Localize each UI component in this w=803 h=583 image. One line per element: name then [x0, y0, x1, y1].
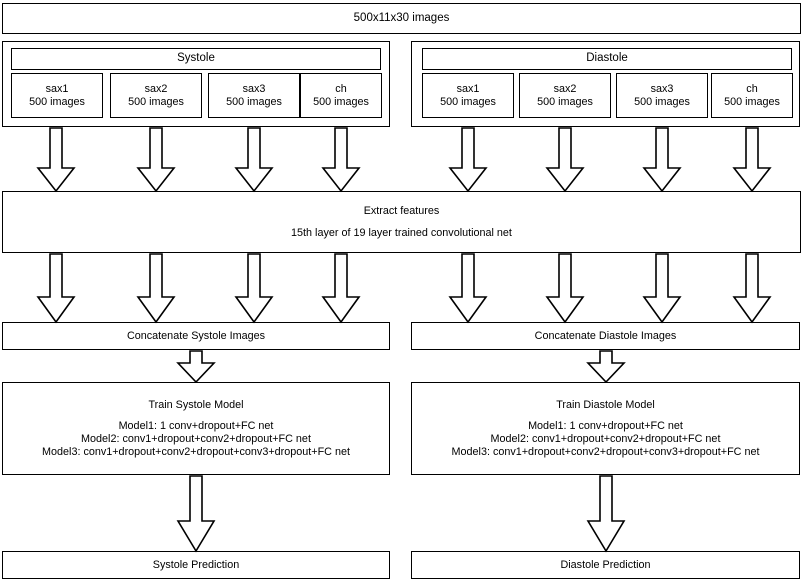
- arrow-down-extract-diastole-3: [642, 253, 682, 324]
- channel-name: sax3: [650, 82, 674, 95]
- train-diastole-model3: Model3: conv1+dropout+conv2+dropout+conv…: [451, 445, 760, 458]
- extract-features-detail: 15th layer of 19 layer trained convoluti…: [291, 226, 512, 239]
- channel-name: ch: [335, 82, 347, 95]
- channel-name: sax3: [242, 82, 266, 95]
- channel-count: 500 images: [440, 95, 496, 108]
- diastole-channel-ch: ch 500 images: [711, 73, 793, 118]
- arrow-down-diastole-ch: [732, 127, 772, 193]
- concatenate-systole-label: Concatenate Systole Images: [126, 329, 266, 342]
- arrow-down-extract-systole-1: [36, 253, 76, 324]
- arrow-down-diastole-sax2: [545, 127, 585, 193]
- arrow-down-extract-diastole-1: [448, 253, 488, 324]
- systole-channel-sax2: sax2 500 images: [110, 73, 202, 118]
- channel-count: 500 images: [313, 95, 369, 108]
- channel-count: 500 images: [537, 95, 593, 108]
- arrow-down-extract-diastole-2: [545, 253, 585, 324]
- train-diastole-model2: Model2: conv1+dropout+conv2+dropout+FC n…: [490, 433, 721, 445]
- arrow-down-train-systole: [176, 475, 216, 553]
- systole-prediction-box: Systole Prediction: [2, 551, 390, 579]
- arrow-down-systole-ch: [321, 127, 361, 193]
- channel-count: 500 images: [634, 95, 690, 108]
- arrow-down-extract-diastole-4: [732, 253, 772, 324]
- arrow-down-extract-systole-2: [136, 253, 176, 324]
- diastole-channel-sax3: sax3 500 images: [616, 73, 708, 118]
- train-systole-title: Train Systole Model: [148, 398, 244, 411]
- channel-name: sax1: [45, 82, 69, 95]
- diastole-channel-sax1: sax1 500 images: [422, 73, 514, 118]
- channel-count: 500 images: [29, 95, 85, 108]
- concatenate-diastole-box: Concatenate Diastole Images: [411, 322, 800, 350]
- train-systole-model1: Model1: 1 conv+dropout+FC net: [118, 420, 274, 433]
- systole-prediction-label: Systole Prediction: [152, 558, 240, 571]
- channel-name: sax2: [144, 82, 168, 95]
- arrow-down-systole-sax3: [234, 127, 274, 193]
- diastole-header-box: Diastole: [422, 48, 792, 70]
- concatenate-systole-box: Concatenate Systole Images: [2, 322, 390, 350]
- channel-count: 500 images: [128, 95, 184, 108]
- top-input-box: 500x11x30 images: [2, 3, 801, 34]
- train-diastole-title: Train Diastole Model: [556, 398, 655, 411]
- arrow-down-train-diastole: [586, 475, 626, 553]
- train-systole-model2: Model2: conv1+dropout+conv2+dropout+FC n…: [81, 433, 311, 445]
- diastole-prediction-box: Diastole Prediction: [411, 551, 800, 579]
- channel-name: sax2: [553, 82, 577, 95]
- arrow-down-diastole-sax1: [448, 127, 488, 193]
- arrow-down-systole-sax1: [36, 127, 76, 193]
- systole-header-box: Systole: [11, 48, 381, 70]
- channel-count: 500 images: [226, 95, 282, 108]
- diastole-channel-sax2: sax2 500 images: [519, 73, 611, 118]
- systole-channel-ch: ch 500 images: [300, 73, 382, 118]
- train-systole-model3: Model3: conv1+dropout+conv2+dropout+conv…: [42, 445, 350, 458]
- concatenate-diastole-label: Concatenate Diastole Images: [534, 329, 677, 342]
- arrow-down-extract-systole-4: [321, 253, 361, 324]
- diastole-header-label: Diastole: [586, 52, 628, 65]
- arrow-down-concat-diastole: [586, 350, 626, 384]
- extract-features-box: Extract features 15th layer of 19 layer …: [2, 191, 801, 253]
- arrow-down-systole-sax2: [136, 127, 176, 193]
- extract-features-title: Extract features: [363, 204, 440, 217]
- systole-channel-sax1: sax1 500 images: [11, 73, 103, 118]
- systole-header-label: Systole: [177, 52, 215, 65]
- arrow-down-concat-systole: [176, 350, 216, 384]
- top-input-label: 500x11x30 images: [353, 11, 450, 24]
- systole-channel-sax3: sax3 500 images: [208, 73, 300, 118]
- channel-name: sax1: [456, 82, 480, 95]
- arrow-down-diastole-sax3: [642, 127, 682, 193]
- train-diastole-box: Train Diastole Model Model1: 1 conv+drop…: [411, 382, 800, 475]
- channel-count: 500 images: [724, 95, 780, 108]
- channel-name: ch: [746, 82, 758, 95]
- train-diastole-model1: Model1: 1 conv+dropout+FC net: [528, 420, 683, 433]
- diastole-prediction-label: Diastole Prediction: [560, 558, 651, 571]
- arrow-down-extract-systole-3: [234, 253, 274, 324]
- train-systole-box: Train Systole Model Model1: 1 conv+dropo…: [2, 382, 390, 475]
